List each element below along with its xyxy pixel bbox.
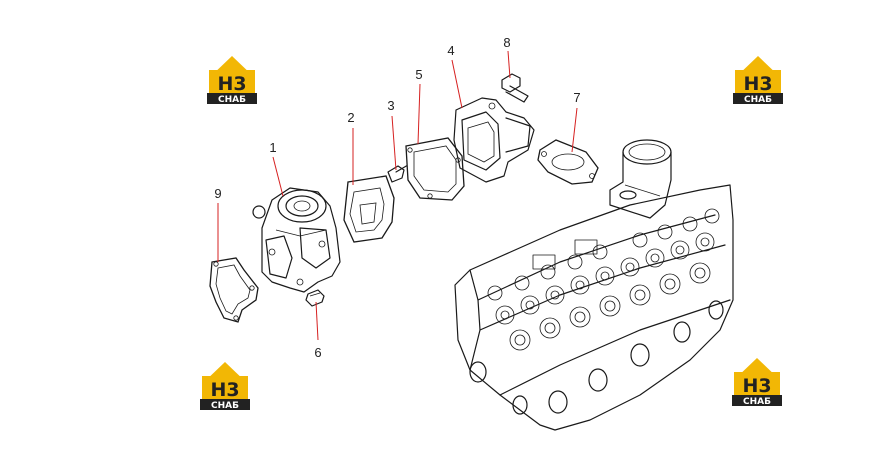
logo-subtitle: СНАБ xyxy=(743,397,771,407)
callout-5: 5 xyxy=(415,67,422,82)
callout-3: 3 xyxy=(387,98,394,113)
callout-6: 6 xyxy=(314,345,321,360)
callout-2: 2 xyxy=(347,110,354,125)
callout-7: 7 xyxy=(573,90,580,105)
nz-snab-logo-bottom-right: Н3 СНАБ xyxy=(728,350,786,408)
logo-subtitle: СНАБ xyxy=(218,95,246,105)
logo-mark: Н3 xyxy=(742,375,771,397)
outlet-gasket xyxy=(537,139,599,185)
logo-mark: Н3 xyxy=(217,73,246,95)
callout-1: 1 xyxy=(269,140,276,155)
pump-gasket xyxy=(343,175,395,243)
logo-mark: Н3 xyxy=(210,379,239,401)
leader-lines xyxy=(217,50,578,341)
housing-gasket xyxy=(405,137,465,201)
nz-snab-logo-top-left: Н3 СНАБ xyxy=(203,48,261,106)
thermostat-housing xyxy=(453,97,535,183)
nz-snab-logo-top-right: Н3 СНАБ xyxy=(729,48,787,106)
stud-bolt xyxy=(387,164,409,183)
callout-8: 8 xyxy=(503,35,510,50)
logo-subtitle: СНАБ xyxy=(211,401,239,411)
callout-numbers: 1 2 3 4 5 6 7 8 9 xyxy=(214,35,580,360)
callout-9: 9 xyxy=(214,186,221,201)
cylinder-head xyxy=(454,139,734,431)
bolt-part-6 xyxy=(305,289,325,307)
logo-subtitle: СНАБ xyxy=(744,95,772,105)
callout-4: 4 xyxy=(447,43,454,58)
water-pump xyxy=(252,187,341,293)
nz-snab-logo-bottom-left: Н3 СНАБ xyxy=(196,354,254,412)
logo-mark: Н3 xyxy=(743,73,772,95)
rear-gasket xyxy=(209,257,259,323)
bolt-part-8 xyxy=(501,73,529,103)
outlet-pipe xyxy=(609,139,672,219)
